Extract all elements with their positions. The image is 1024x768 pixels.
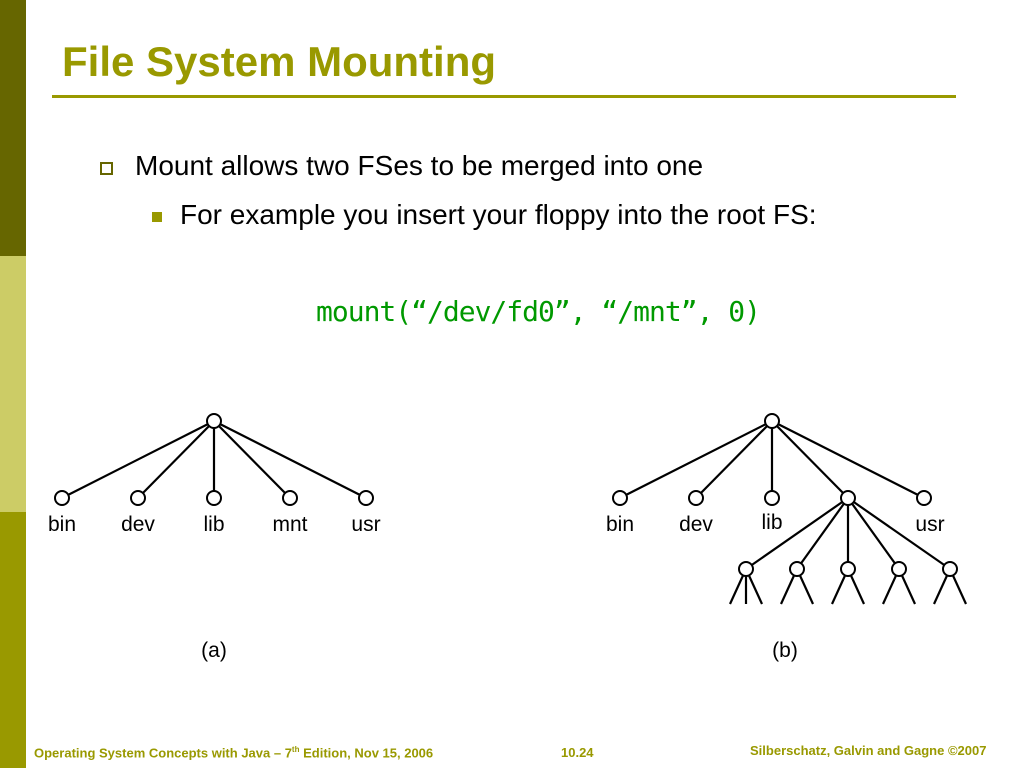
tree-a-node [54, 490, 70, 506]
tree-b-floppy-node [738, 561, 754, 577]
tree-a-label-usr: usr [351, 513, 380, 536]
tree-b-mounted-node [840, 490, 856, 506]
tree-b-label-dev: dev [679, 513, 713, 536]
tree-a-label-mnt: mnt [272, 513, 307, 536]
title-underline [52, 95, 956, 98]
footer-copyright: Silberschatz, Galvin and Gagne ©2007 [750, 743, 987, 758]
tree-b-caption: (b) [772, 639, 798, 662]
tree-a-label-lib: lib [203, 513, 224, 536]
tree-b-node [916, 490, 932, 506]
tree-b-floppy-node [891, 561, 907, 577]
bullet-level-2: For example you insert your floppy into … [180, 199, 817, 230]
tree-a-nodes [54, 413, 374, 506]
tree-a-label-dev: dev [121, 513, 155, 536]
tree-b-node [688, 490, 704, 506]
tree-b-label-usr: usr [915, 513, 944, 536]
tree-b-floppy-node [789, 561, 805, 577]
sidebar-stripe-middle [0, 256, 26, 512]
tree-b-labels: bin dev lib usr [606, 511, 945, 536]
tree-a-node [206, 490, 222, 506]
tree-b-floppy-node [942, 561, 958, 577]
tree-a-node [282, 490, 298, 506]
bullet-level-1: Mount allows two FSes to be merged into … [135, 150, 704, 181]
tree-b-label-lib: lib [761, 511, 782, 534]
tree-b-node [764, 490, 780, 506]
hollow-square-bullet-icon [100, 162, 113, 175]
tree-a-labels: bin dev lib mnt usr [48, 513, 381, 536]
tree-b-edges [619, 420, 968, 605]
tree-a-node [358, 490, 374, 506]
slide-title: File System Mounting [62, 38, 497, 85]
sidebar-stripe-bottom [0, 512, 26, 768]
footer-page-number: 10.24 [561, 745, 594, 760]
tree-b-nodes [612, 413, 958, 577]
filled-square-bullet-icon [152, 212, 162, 222]
sidebar-stripe-top [0, 0, 26, 256]
tree-a-caption: (a) [201, 639, 227, 662]
tree-b-label-bin: bin [606, 513, 634, 536]
tree-a-edges [61, 420, 367, 499]
mount-code-line: mount(“/dev/fd0”, “/mnt”, 0) [316, 295, 761, 328]
tree-a-root-node [206, 413, 222, 429]
tree-a-label-bin: bin [48, 513, 76, 536]
footer-book-title-prefix: Operating System Concepts with Java – 7 [34, 745, 292, 761]
footer-book-title-superscript: th [291, 745, 300, 754]
tree-b-root-node [764, 413, 780, 429]
tree-b-floppy-node [840, 561, 856, 577]
tree-b-node [612, 490, 628, 506]
tree-a-node [130, 490, 146, 506]
footer-book-title-suffix: Edition, Nov 15, 2006 [299, 745, 434, 761]
footer-book-title: Operating System Concepts with Java – 7t… [34, 745, 433, 760]
